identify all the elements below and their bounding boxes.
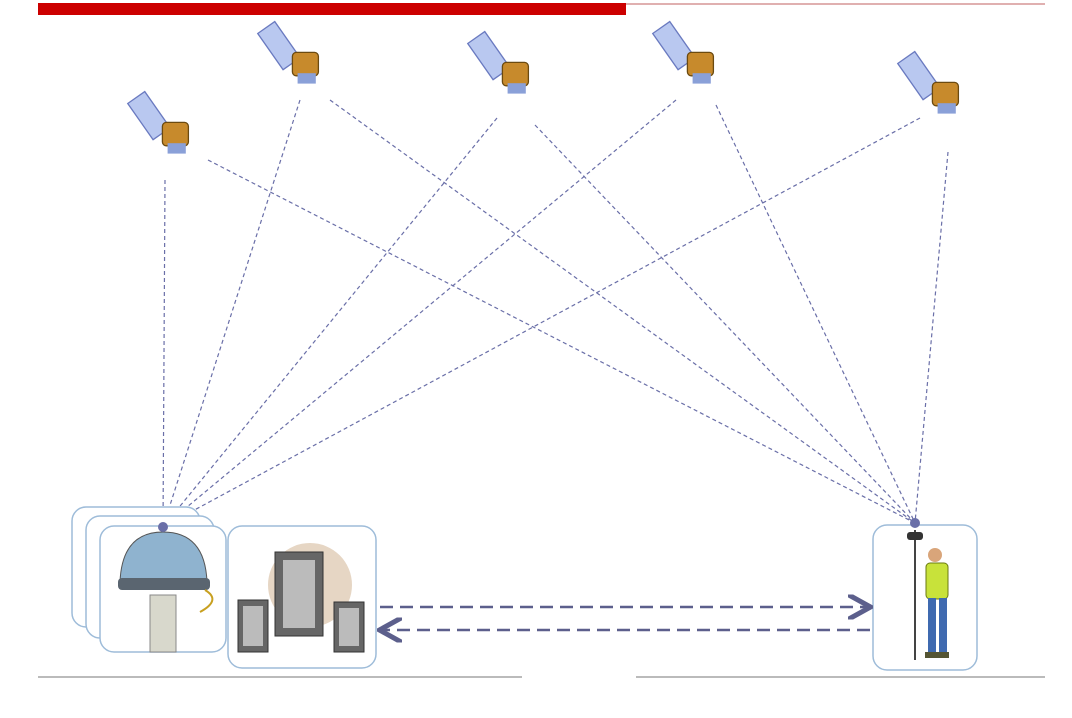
signal-line-to-base [162, 117, 921, 528]
signal-line-to-rover [329, 99, 916, 524]
signal-line-to-base [162, 179, 166, 528]
server-icon [237, 543, 365, 653]
signal-line-to-base [162, 99, 677, 528]
satellite-icon [897, 50, 960, 115]
base-station [71, 506, 227, 653]
signal-line-to-rover [715, 104, 916, 524]
surveyor-rover-icon [907, 530, 949, 660]
signal-line-to-rover [534, 124, 916, 524]
signal-lines [162, 99, 949, 528]
satellite-icon [467, 30, 530, 95]
satellite-icon [652, 20, 715, 85]
signal-line-to-rover [914, 151, 949, 524]
signal-line-to-base [162, 99, 301, 528]
accent-bar [38, 3, 626, 15]
satellite-icon [127, 90, 190, 155]
server-box [227, 525, 377, 669]
rover-box [872, 518, 978, 671]
signal-line-to-base [162, 117, 498, 528]
satellite-icon [257, 20, 320, 85]
gnss-antenna-icon [118, 531, 214, 653]
